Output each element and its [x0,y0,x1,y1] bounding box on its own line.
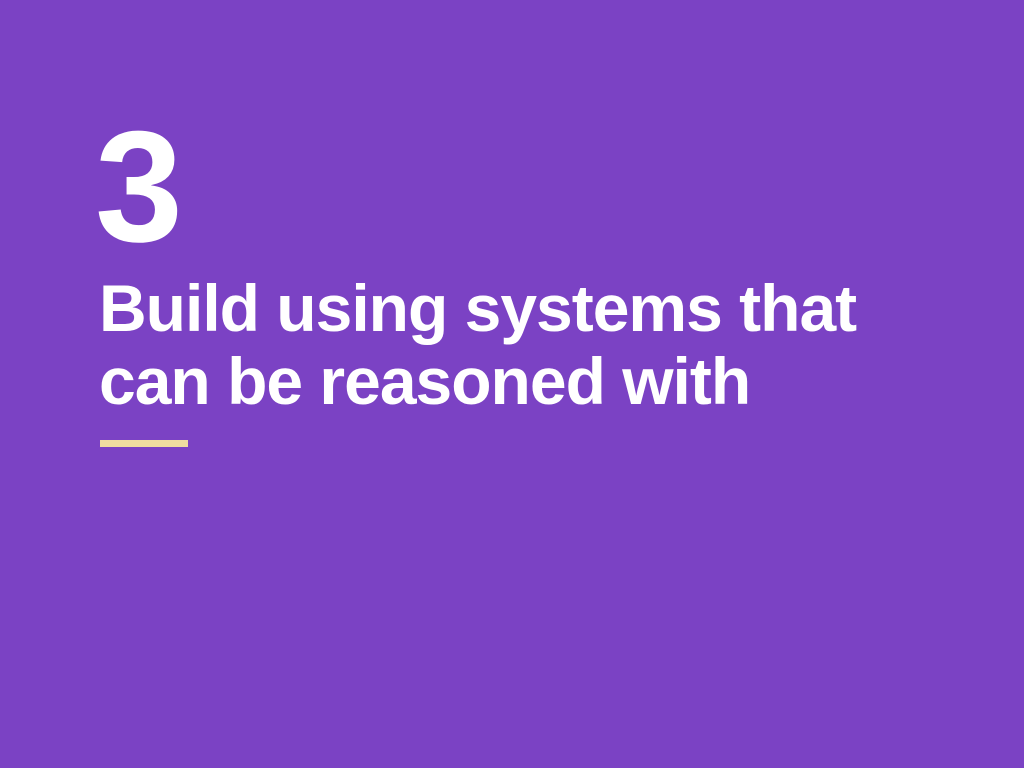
slide-number: 3 [95,99,183,275]
headline-line-1: Build using systems that [99,271,857,345]
slide-headline: Build using systems that can be reasoned… [99,272,939,418]
accent-divider [100,440,188,447]
headline-line-2: can be reasoned with [99,344,751,418]
